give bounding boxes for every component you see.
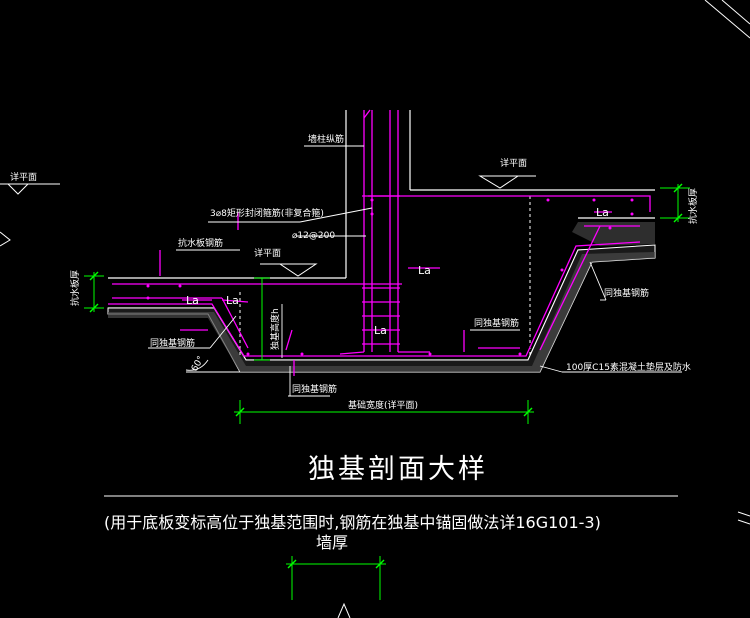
footing-rebar-mid-label: 同独基钢筋 bbox=[474, 317, 519, 329]
anchor-label-5: La bbox=[596, 206, 609, 219]
angle-arc bbox=[185, 359, 240, 373]
column-rebar-label: 墙柱纵筋 bbox=[308, 133, 344, 145]
foundation-height-label: 独基高度h bbox=[269, 308, 281, 350]
right-edge-marks bbox=[737, 511, 750, 525]
dimension-lines bbox=[84, 184, 690, 600]
anchor-label-2: La bbox=[226, 294, 239, 307]
drawing-subtitle: (用于底板变标高位于独基范围时,钢筋在独基中锚固做法详16G101-3) bbox=[104, 513, 601, 532]
top-level-left-label: 详平面 bbox=[10, 171, 37, 183]
footing-rebar-left-label: 同独基钢筋 bbox=[150, 337, 195, 349]
bottom-break-mark bbox=[337, 602, 351, 618]
dimension-ticks bbox=[89, 183, 683, 569]
slab-thickness-left-label: 抗水板厚 bbox=[69, 270, 81, 306]
hidden-lines bbox=[239, 196, 531, 358]
stirrup-label: 3⌀8矩形封闭箍筋(非复合箍) bbox=[210, 207, 324, 219]
waterproof-slab-rebar-label: 抗水板钢筋 bbox=[178, 237, 223, 249]
footing-rebar-right-label: 同独基钢筋 bbox=[604, 287, 649, 299]
anchor-label-1: La bbox=[186, 294, 199, 307]
concrete-outline bbox=[108, 110, 656, 361]
slab-rebar-spec-label: ⌀12@200 bbox=[292, 231, 335, 241]
slab-thickness-right-label: 抗水板厚 bbox=[687, 188, 699, 224]
anchor-label-4: La bbox=[374, 324, 387, 337]
left-edge-mark bbox=[0, 231, 11, 247]
footing-width-label: 基础宽度(详平面) bbox=[348, 399, 418, 411]
white-leaders bbox=[148, 145, 682, 397]
top-level-right-label: 详平面 bbox=[500, 157, 527, 169]
top-level-mid-label: 详平面 bbox=[254, 247, 281, 259]
level-markers bbox=[0, 175, 536, 277]
rebar-lines bbox=[108, 109, 651, 376]
corner-break-lines bbox=[704, 0, 750, 39]
anchor-label-3: La bbox=[418, 264, 431, 277]
drawing-title: 独基剖面大样 bbox=[308, 454, 488, 485]
cushion-label: 100厚C15素混凝土垫层及防水 bbox=[566, 361, 691, 373]
footing-rebar-bottom-label: 同独基钢筋 bbox=[292, 383, 337, 395]
wall-thickness-label: 墙厚 bbox=[316, 533, 348, 552]
rebar-dots bbox=[146, 198, 634, 356]
